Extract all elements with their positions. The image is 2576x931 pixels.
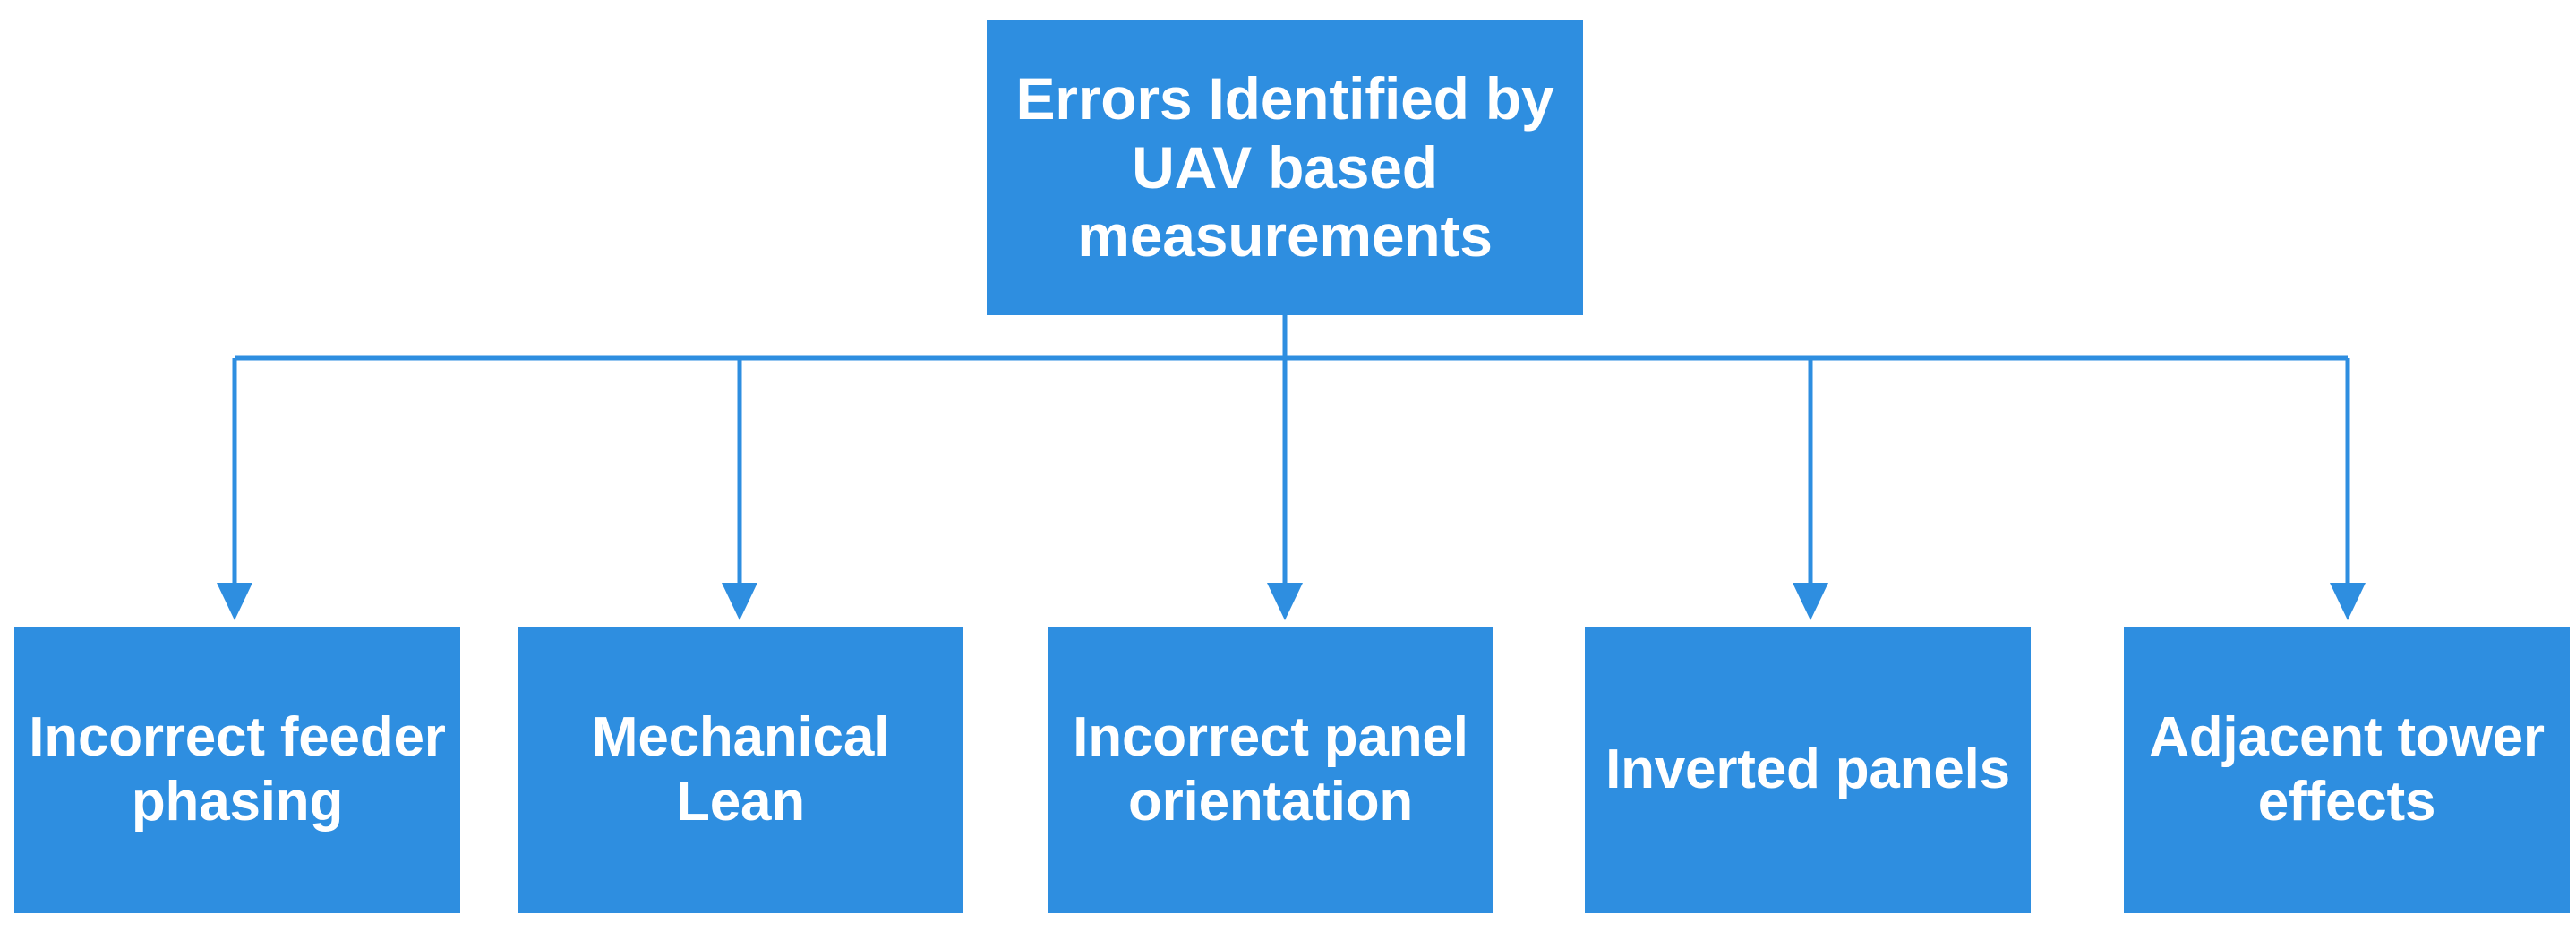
leaf-node-mechanical-lean: Mechanical Lean [518,627,963,913]
leaf-node-inverted-panels: Inverted panels [1585,627,2031,913]
root-node: Errors Identified by UAV based measureme… [987,20,1583,315]
leaf-node-adjacent-tower-effects: Adjacent tower effects [2124,627,2570,913]
leaf-node-incorrect-panel-orientation: Incorrect panel orientation [1048,627,1493,913]
leaf-node-incorrect-feeder-phasing: Incorrect feeder phasing [14,627,460,913]
